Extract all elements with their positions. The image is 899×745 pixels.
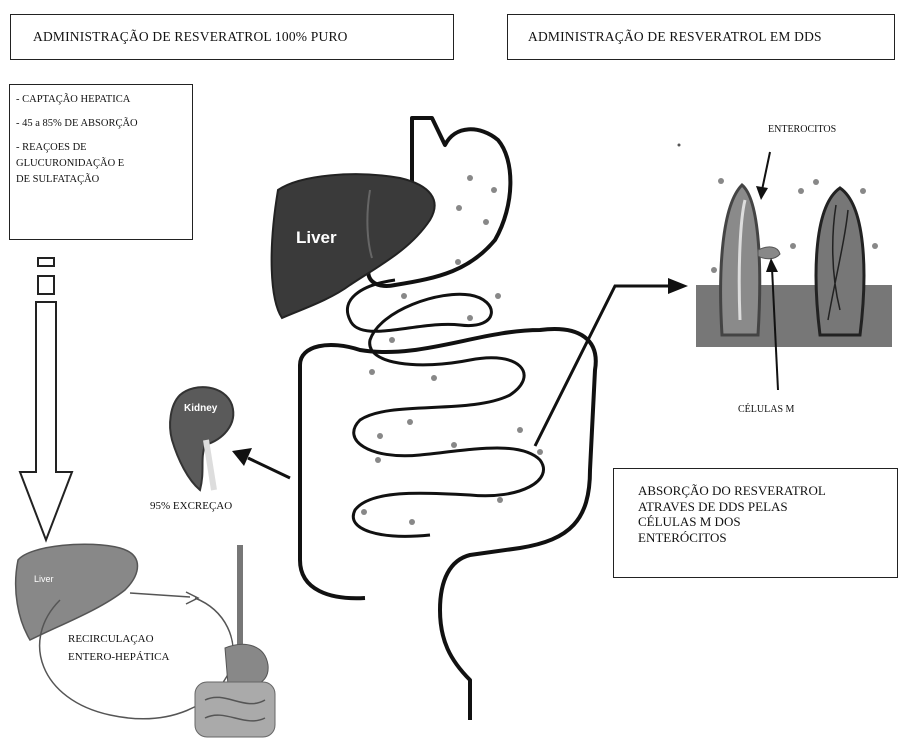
down-arrow-icon <box>20 258 72 540</box>
excretion-label: 95% EXCREÇAO <box>150 500 232 512</box>
large-intestine-icon <box>300 329 596 720</box>
recirculation-line-2: ENTERO-HEPÁTICA <box>68 648 169 666</box>
kidney-label: Kidney <box>184 403 218 414</box>
liver-small-label: Liver <box>34 574 54 584</box>
recirculation-label: RECIRCULAÇAO ENTERO-HEPÁTICA <box>68 630 169 666</box>
small-intestine-icon <box>347 280 543 536</box>
enterocitos-arrow-icon <box>756 152 770 200</box>
recirculation-line-1: RECIRCULAÇAO <box>68 630 169 648</box>
liver-small-icon: Liver <box>16 544 138 640</box>
kidney-icon: Kidney <box>170 387 233 490</box>
celulas-m-label: CÉLULAS M <box>738 404 794 415</box>
enterocitos-label: ENTEROCITOS <box>768 124 836 135</box>
intestinal-villi-illustration <box>678 144 893 348</box>
small-digestive-tract-icon <box>195 545 275 737</box>
arrow-to-kidney-icon <box>232 448 290 478</box>
liver-main-label: Liver <box>296 228 337 247</box>
arrow-to-villi-icon <box>535 278 688 446</box>
